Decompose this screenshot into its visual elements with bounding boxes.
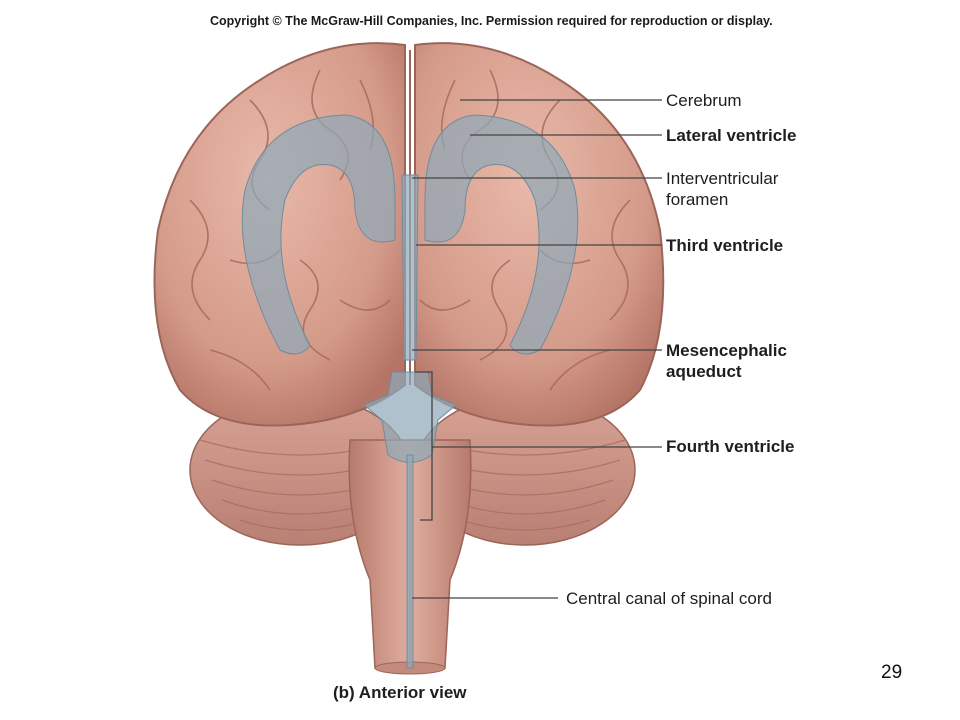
label-central-canal: Central canal of spinal cord <box>566 589 773 608</box>
left-lateral-ventricle <box>241 114 396 355</box>
label-mesencephalic-line2: aqueduct <box>666 362 742 381</box>
label-cerebrum: Cerebrum <box>666 91 742 110</box>
label-mesencephalic-line1: Mesencephalic <box>666 341 787 360</box>
label-fourth-ventricle: Fourth ventricle <box>666 437 795 456</box>
label-mesencephalic-aqueduct: Mesencephalic aqueduct <box>666 340 787 382</box>
leader-lines <box>412 99 662 599</box>
right-lateral-ventricle <box>424 114 579 355</box>
label-lateral-ventricle: Lateral ventricle <box>666 126 797 145</box>
page-number: 29 <box>881 662 903 683</box>
label-interventricular-line1: Interventricular <box>666 169 779 188</box>
central-canal <box>406 454 414 669</box>
ventricular-system <box>241 114 579 669</box>
label-interventricular-foramen: Interventricular foramen <box>666 168 778 210</box>
label-interventricular-line2: foramen <box>666 190 729 209</box>
third-ventricle <box>401 174 419 361</box>
label-third-ventricle: Third ventricle <box>666 236 784 255</box>
copyright-notice: Copyright © The McGraw-Hill Companies, I… <box>210 14 773 28</box>
figure-caption: (b) Anterior view <box>333 683 467 702</box>
